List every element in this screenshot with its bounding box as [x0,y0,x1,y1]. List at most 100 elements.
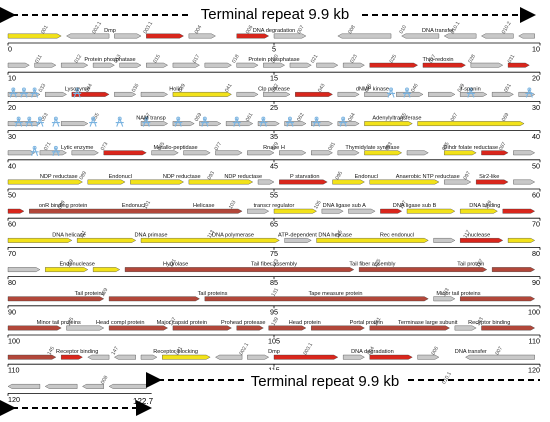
gene-annotation: Tail protein [457,262,484,268]
gene-id-label: 001 [175,346,185,357]
gene-arrow [29,208,243,214]
gene-arrow [204,296,429,302]
gene-id-label: 135 [66,316,76,327]
gene-arrow [491,267,536,272]
gene-id-label: 065 [399,112,409,123]
gene-annotation: Portal protein [350,320,383,326]
scale-tick-label: 40 [8,161,16,170]
scale-tick-label: 80 [8,278,16,287]
gene-arrow [311,150,333,156]
gene-arrow [247,354,270,360]
gene-arrow [45,92,67,97]
gene-arrow [263,92,291,97]
gene-arrow [172,62,200,68]
gene-arrow [183,150,211,156]
genome-end-label: 122.7 [133,397,154,406]
gene-id-label: 055 [91,112,101,123]
gene-arrow [273,354,339,360]
gene-id-label: 123 [271,258,281,269]
scale-tick-label: 0 [8,45,12,54]
gene-id-label: 137 [168,316,178,327]
gene-arrow [369,179,440,185]
gene-arrow [247,150,275,156]
gene-arrow [92,62,115,68]
gene-annotation: P starvation [290,174,319,180]
gene-id-label: 002.1 [91,21,103,35]
gene-arrow [236,325,264,331]
scale-tick-label: 15 [270,74,278,83]
gene-arrow [119,62,142,68]
gene-id-label: 062 [296,112,306,123]
gene-id-label: 117 [463,229,472,239]
gene-arrow [337,92,360,97]
gene-arrow [481,33,514,39]
gene-annotation: Prohead protease [221,320,265,326]
gene-annotation: Head protein [289,320,321,326]
gene-id-label: 007 [296,24,306,35]
trna-icon [25,116,34,127]
gene-arrow [433,296,456,302]
scale-tick-label: 70 [8,249,16,258]
gene-arrow [7,296,105,302]
gene-annotation: DNA degradation [253,28,296,34]
gene-annotation: Rec endonucl [380,232,414,238]
gene-arrow [369,325,450,331]
gene-id-label: 007 [495,346,505,357]
trna-icon [285,116,294,127]
gene-annotation: Lysozyme [65,86,90,92]
gene-id-label: 010.2 [501,21,513,35]
scale-tick-label: 10 [532,45,540,54]
gene-annotation: DNA transfer [422,28,454,34]
scale-tick-label: 20 [532,74,540,83]
trna-icon [200,116,209,127]
gene-arrow [7,208,25,214]
gene-annotation: DNA binding [469,203,500,209]
trna-icon [89,116,98,127]
gene-id-label: 143 [475,316,485,327]
gene-id-label: 061 [245,112,255,123]
gene-annotation: Hydrolase [163,262,188,268]
gene-arrow [44,384,78,389]
gene-id-label: 073 [100,141,110,152]
gene-arrow [337,33,392,39]
gene-id-label: 113 [207,229,216,239]
gene-arrow [380,208,403,214]
gene-id-label: 010.1 [450,21,462,35]
scale-tick-label: 80 [532,249,540,258]
gene-id-label: 004 [194,24,204,35]
scale-tick-label: 90 [8,307,16,316]
gene-annotation: Helicase [193,203,214,209]
scale-tick-label: 110 [529,337,540,346]
gene-arrow [444,150,477,156]
gene-annotation: Protein phosphatase [84,57,135,63]
gene-arrow [87,354,110,360]
gene-id-label: 139 [271,316,281,327]
gene-arrow [273,208,317,214]
gene-id-label: 006 [245,24,255,35]
gene-arrow [151,150,179,156]
trna-icon [312,116,321,127]
gene-arrow [454,325,477,331]
gene-arrow [406,150,429,156]
gene-arrow [316,238,429,243]
gene-id-label: 010.1 [441,371,453,385]
gene-annotation: Sir2-like [479,174,499,180]
gene-arrow [364,150,403,156]
gene-arrow [172,325,232,331]
gene-arrow [71,150,99,156]
gene-arrow [103,150,147,156]
gene-arrow [215,150,243,156]
gene-annotation: NDP reductase [40,174,78,180]
gene-annotation: transcr regulator [254,203,295,209]
scale-tick-label: 35 [270,132,278,141]
trna-icon [30,145,39,156]
gene-arrow [460,238,504,243]
gene-annotation: Tape measure protein [308,291,362,297]
gene-arrow [92,267,121,272]
gene-id-label: 109 [484,200,494,211]
scale-tick-label: 65 [270,220,278,229]
trna-icon [387,87,396,98]
